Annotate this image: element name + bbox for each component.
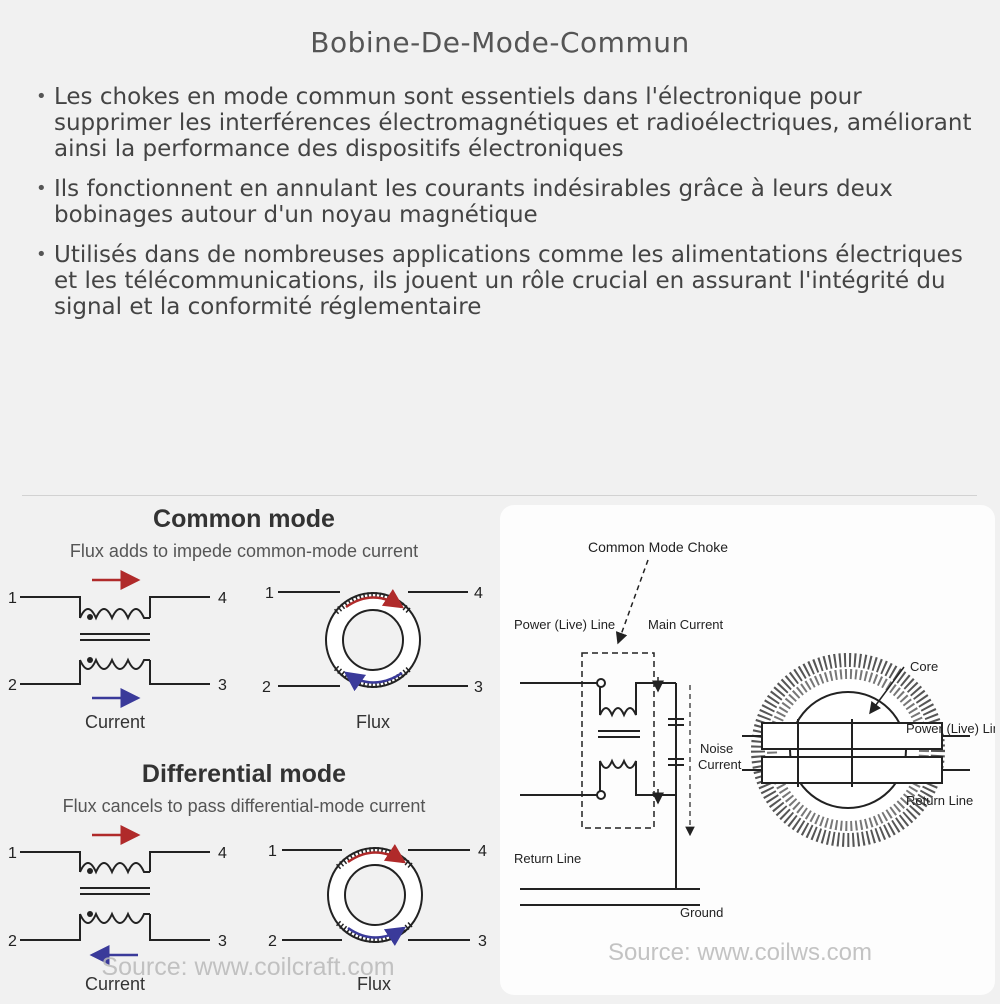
return-line-label: Return Line [514,851,581,866]
bullet-text: Les chokes en mode commun sont essentiel… [54,84,972,162]
common-mode-title: Common mode [153,505,335,533]
flux-arrow-icon [343,671,403,692]
common-mode-toroid [278,589,468,692]
pin-label: 3 [218,677,227,694]
common-mode-subtitle: Flux adds to impede common-mode current [70,541,418,561]
choke-label: Common Mode Choke [588,539,728,555]
pin-label: 3 [474,679,483,696]
pin-label: 4 [474,585,483,602]
pin-label: 1 [265,585,274,602]
bullet-list: • Les chokes en mode commun sont essentie… [36,84,976,334]
bullet-item: • Utilisés dans de nombreuses application… [36,242,976,320]
source-credit: Source: www.coilcraft.com [101,953,394,981]
polarity-dot-icon [87,911,93,917]
common-mode-coil [20,596,210,685]
pin-label: 2 [8,933,17,950]
bullet-dot-icon: • [36,86,47,107]
section-divider [22,495,977,496]
noise-label: Noise [700,741,733,756]
ground-label: Ground [680,905,723,920]
differential-mode-toroid [282,844,470,946]
core-label: Core [910,659,938,674]
choke-schematic-svg: Common Mode Choke Power (Live) Line Main… [514,539,1000,966]
flux-label: Flux [356,712,390,732]
flux-label: Flux [357,974,391,994]
bullet-text: Ils fonctionnent en annulant les courant… [54,176,893,228]
polarity-dot-icon [87,657,93,663]
bullet-dot-icon: • [36,178,47,199]
coilcraft-figure: Common mode Flux adds to impede common-m… [0,500,500,1000]
toroid-core-illustration [742,653,970,847]
bullet-text: Utilisés dans de nombreuses applications… [54,242,963,320]
polarity-dot-icon [87,614,93,620]
differential-mode-title: Differential mode [142,760,346,788]
return-line-right-label: Return Line [906,793,973,808]
power-line-right-label: Power (Live) Line [906,721,995,736]
differential-mode-coil [20,851,210,941]
mode-diagram-svg: Common mode Flux adds to impede common-m… [8,505,487,994]
pointer-arrow-icon [615,559,649,645]
noise-current-label: Current [698,757,742,772]
main-current-label: Main Current [648,617,724,632]
pin-label: 1 [8,845,17,862]
pin-label: 1 [268,843,277,860]
polarity-dot-icon [87,868,93,874]
flux-arrow-icon [345,589,405,609]
coilws-figure: Common Mode Choke Power (Live) Line Main… [500,505,1000,995]
bullet-dot-icon: • [36,244,47,265]
pin-label: 4 [218,845,227,862]
flux-arrow-icon [347,926,407,946]
pin-label: 2 [262,679,271,696]
pin-label: 2 [268,933,277,950]
pin-label: 3 [218,933,227,950]
current-label: Current [85,974,145,994]
choke-schematic [520,652,700,906]
page-title: Bobine-De-Mode-Commun [310,26,690,59]
source-credit: Source: www.coilws.com [608,939,872,966]
bullet-item: • Les chokes en mode commun sont essentie… [36,84,976,162]
power-line-label: Power (Live) Line [514,617,615,632]
pin-label: 4 [478,843,487,860]
flux-arrow-icon [347,844,407,864]
pin-label: 1 [8,590,17,607]
pin-label: 4 [218,590,227,607]
pin-label: 2 [8,677,17,694]
current-label: Current [85,712,145,732]
core-pointer-icon [869,666,905,715]
bullet-item: • Ils fonctionnent en annulant les couran… [36,176,976,228]
differential-mode-subtitle: Flux cancels to pass differential-mode c… [63,796,426,816]
pin-label: 3 [478,933,487,950]
